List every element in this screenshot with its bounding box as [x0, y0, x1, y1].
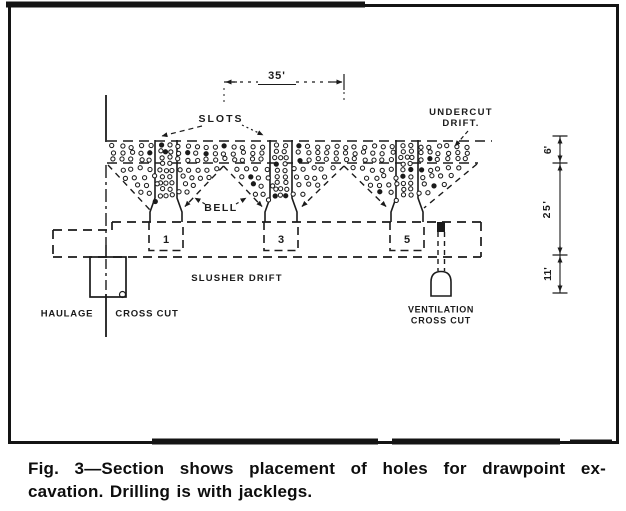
haulage-label: HAULAGE	[41, 309, 94, 320]
dim-undercut-to-slusher-label: 25'	[541, 200, 553, 219]
bell-outlines	[107, 163, 478, 211]
bell-label: BELL	[204, 202, 237, 214]
slusher-drift-outline	[52, 221, 482, 258]
dim-undercut-height-label: 6'	[542, 146, 554, 154]
slusher-drift-label: SLUSHER DRIFT	[191, 273, 283, 284]
haulage-crosscut-section	[89, 256, 127, 299]
drawpoint-number-5: 5	[404, 234, 410, 246]
drawpoint-boxes	[148, 222, 425, 252]
caption-line-1: Fig. 3—Section shows placement of holes …	[28, 459, 606, 478]
haulage-crosscut-label: CROSS CUT	[115, 309, 178, 320]
ventilation-label-1: VENTILATION	[408, 305, 474, 315]
drawpoint-raises	[149, 140, 424, 222]
undercut-drift-label-1: UNDERCUT	[429, 107, 493, 118]
figure-diagram: 35' 1 3 5	[6, 1, 619, 445]
undercut-drift-label-2: DRIFT.	[442, 118, 479, 129]
ventilation-label-2: CROSS CUT	[411, 316, 471, 326]
right-dimension-stack	[552, 135, 568, 294]
dimension-drawpoint-spacing	[223, 74, 345, 103]
caption-line-2: cavation. Drilling is with jacklegs.	[28, 481, 313, 501]
dim-slusher-to-crosscut-label: 11'	[542, 267, 554, 281]
ventilation-raise	[430, 222, 452, 297]
figure-caption: Fig. 3—Section shows placement of holes …	[28, 458, 606, 503]
drawpoint-number-1: 1	[163, 234, 169, 246]
drill-holes	[109, 142, 470, 205]
dim-spacing-label: 35'	[268, 70, 286, 82]
drawpoint-number-3: 3	[278, 234, 284, 246]
figure-border	[6, 1, 619, 445]
slots-label: SLOTS	[198, 113, 243, 125]
leader-lines	[161, 124, 469, 205]
